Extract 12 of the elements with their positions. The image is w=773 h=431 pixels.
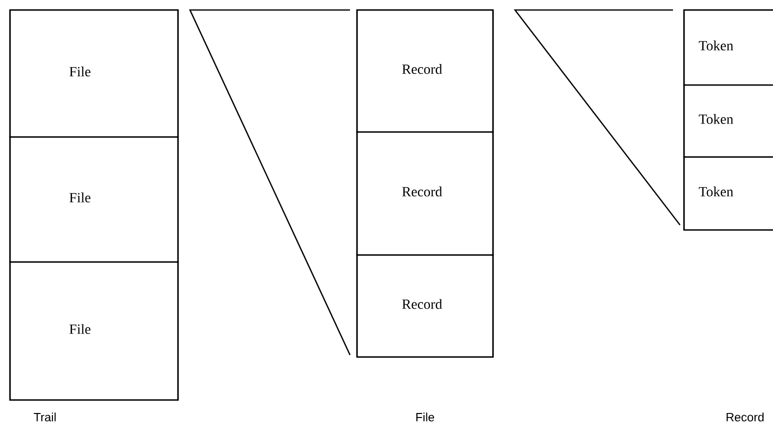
cell-box: Token <box>683 84 773 158</box>
column-caption: Record <box>726 412 764 422</box>
column-caption: File <box>416 412 434 422</box>
cell-box: Record <box>356 254 494 358</box>
cell-box: Record <box>356 9 494 133</box>
cell-box: Token <box>683 156 773 231</box>
cell-box: Token <box>683 9 773 86</box>
cell-box: File <box>9 136 179 263</box>
cell-box: Record <box>356 131 494 256</box>
column-caption: Trail <box>34 412 56 422</box>
cell-box: File <box>9 9 179 138</box>
cell-box: File <box>9 261 179 401</box>
